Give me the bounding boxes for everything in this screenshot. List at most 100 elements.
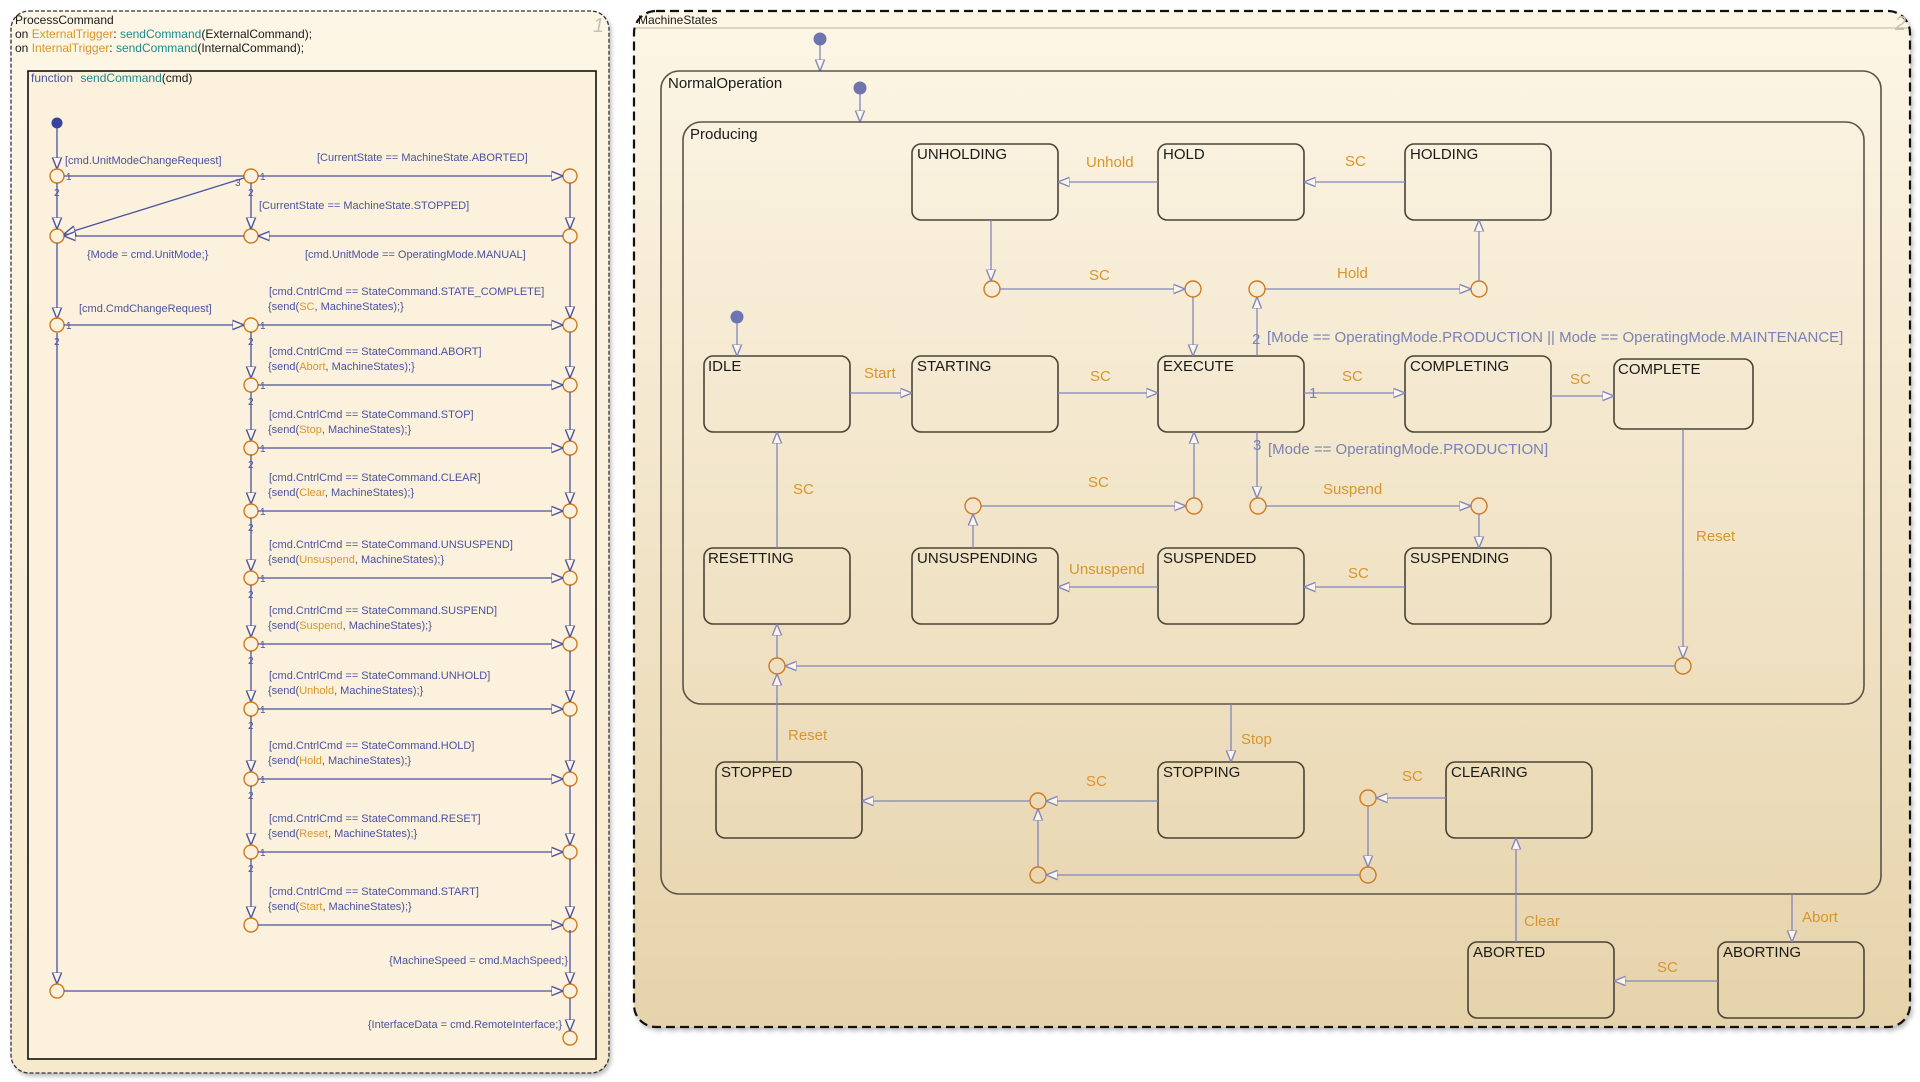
priority-label: 2: [248, 460, 254, 471]
transition-label: Abort: [1802, 909, 1839, 926]
transition-label: SC: [1342, 368, 1363, 385]
command-action-label: {send(Suspend, MachineStates);}: [268, 620, 432, 632]
process-command-title: ProcessCommand: [15, 13, 114, 27]
state-producing[interactable]: [682, 121, 1865, 705]
priority-label: 2: [248, 523, 254, 534]
priority-label: 1: [66, 172, 72, 183]
transition-label: SC: [1657, 959, 1678, 976]
command-action-label: {send(Reset, MachineStates);}: [268, 828, 418, 840]
priority-label: 2: [248, 337, 254, 348]
state-normal-operation[interactable]: [660, 70, 1882, 895]
command-action-label: {send(Stop, MachineStates);}: [268, 424, 411, 436]
internal-trigger-line: on InternalTrigger: sendCommand(Internal…: [15, 41, 304, 55]
default-transition-dot: [853, 81, 867, 95]
transition-label: SC: [1570, 371, 1591, 388]
priority-label: 1: [260, 172, 266, 183]
transition-label: Start: [864, 365, 897, 382]
command-rows: 21[cmd.CntrlCmd == StateCommand.STATE_CO…: [49, 243, 578, 933]
command-action-label: {send(Unsuspend, MachineStates);}: [268, 554, 444, 566]
machine-states-chart[interactable]: MachineStates 2 NormalOperation Producin…: [632, 9, 1912, 1029]
transition-label: SC: [1402, 768, 1423, 785]
state-suspending[interactable]: SUSPENDING: [1404, 547, 1552, 625]
command-guard-label: [cmd.CntrlCmd == StateCommand.RESET]: [269, 813, 481, 825]
state-label: STOPPED: [721, 764, 793, 781]
external-trigger-line: on ExternalTrigger: sendCommand(External…: [15, 27, 312, 41]
transition-label: Unhold: [1086, 154, 1134, 171]
default-transition-dot: [813, 32, 827, 46]
command-guard-label: [cmd.CntrlCmd == StateCommand.CLEAR]: [269, 472, 481, 484]
command-row: 21[cmd.CntrlCmd == StateCommand.STOP]{se…: [243, 392, 578, 504]
command-row: 21[cmd.CntrlCmd == StateCommand.HOLD]{se…: [243, 716, 578, 845]
transition-label: SC: [793, 481, 814, 498]
priority-label: 1: [260, 574, 266, 585]
label-cmd-change-request: [cmd.CmdChangeRequest]: [79, 303, 212, 315]
command-action-label: {send(Unhold, MachineStates);}: [268, 685, 424, 697]
state-label: RESETTING: [708, 550, 794, 567]
state-label-producing: Producing: [690, 126, 758, 143]
command-guard-label: [cmd.CntrlCmd == StateCommand.UNHOLD]: [269, 670, 490, 682]
default-transition-dot: [730, 310, 744, 324]
machine-states-title: MachineStates: [638, 13, 717, 27]
state-label: SUSPENDED: [1163, 550, 1257, 567]
transition-priority-3[interactable]: [64, 177, 245, 234]
command-action-label: {send(Clear, MachineStates);}: [268, 487, 414, 499]
priority-label: 2: [248, 864, 254, 875]
command-action-label: {send(SC, MachineStates);}: [268, 301, 404, 313]
label-manual-check: [cmd.UnitMode == OperatingMode.MANUAL]: [305, 249, 526, 261]
label-aborted-check: [CurrentState == MachineState.ABORTED]: [317, 152, 528, 164]
transition-label: SC: [1086, 773, 1107, 790]
command-guard-label: [cmd.CntrlCmd == StateCommand.ABORT]: [269, 346, 482, 358]
command-action-label: {send(Start, MachineStates);}: [268, 901, 412, 913]
transition-label: Stop: [1241, 731, 1272, 748]
command-row: 21[cmd.CntrlCmd == StateCommand.CLEAR]{s…: [243, 455, 578, 571]
priority-label: 2: [248, 791, 254, 802]
priority-label: 1: [260, 775, 266, 786]
command-guard-label: [cmd.CntrlCmd == StateCommand.HOLD]: [269, 740, 474, 752]
label-mode-assign: {Mode = cmd.UnitMode;}: [87, 249, 209, 261]
chart-index-1: 1: [593, 15, 604, 37]
command-guard-label: [cmd.CntrlCmd == StateCommand.UNSUSPEND]: [269, 539, 513, 551]
command-row: 2 1 [cmd.CntrlCmd == StateCommand.UNSUSPEN…: [243, 518, 578, 637]
priority-label: 2: [1252, 331, 1260, 348]
transition-label: SC: [1088, 474, 1109, 491]
state-label: EXECUTE: [1163, 358, 1234, 375]
priority-label: 1: [260, 848, 266, 859]
guard-label-prod: [Mode == OperatingMode.PRODUCTION]: [1268, 441, 1548, 458]
command-row: [cmd.CntrlCmd == StateCommand.START]{sen…: [243, 859, 578, 933]
command-action-label: {send(Hold, MachineStates);}: [268, 755, 411, 767]
priority-label: 1: [260, 705, 266, 716]
chart-index-2: 2: [1894, 13, 1906, 35]
priority-label: 1: [260, 381, 266, 392]
label-machine-speed: {MachineSpeed = cmd.MachSpeed;}: [389, 955, 568, 967]
transition-label: SC: [1090, 368, 1111, 385]
priority-label: 2: [248, 397, 254, 408]
label-interface-data: {InterfaceData = cmd.RemoteInterface;}: [368, 1019, 562, 1031]
priority-label: 1: [260, 321, 266, 332]
priority-label: 1: [1309, 385, 1317, 402]
command-guard-label: [cmd.CntrlCmd == StateCommand.STATE_COMP…: [269, 286, 544, 298]
priority-label: 1: [260, 640, 266, 651]
process-command-chart[interactable]: ProcessCommand 1 on ExternalTrigger: sen…: [10, 10, 610, 1074]
state-label: SUSPENDING: [1410, 550, 1509, 567]
priority-label: 2: [248, 721, 254, 732]
state-label: HOLDING: [1410, 146, 1478, 163]
transition-label: Hold: [1337, 265, 1368, 282]
state-label: COMPLETE: [1618, 361, 1701, 378]
transition-label: Clear: [1524, 913, 1560, 930]
priority-label: 2: [54, 337, 60, 348]
state-completing[interactable]: COMPLETING: [1404, 355, 1552, 433]
priority-label: 1: [260, 507, 266, 518]
default-transition-dot: [51, 117, 63, 129]
priority-label: 1: [260, 444, 266, 455]
state-label: STARTING: [917, 358, 991, 375]
priority-label: 2: [248, 656, 254, 667]
state-execute[interactable]: EXECUTE: [1157, 355, 1305, 433]
state-aborting[interactable]: ABORTING: [1717, 941, 1865, 1019]
state-starting[interactable]: STARTING: [911, 355, 1059, 433]
transition-label: Reset: [1696, 528, 1736, 545]
transition-label: Suspend: [1323, 481, 1382, 498]
transition-label: SC: [1089, 267, 1110, 284]
priority-label: 3: [1253, 437, 1261, 454]
state-label: IDLE: [708, 358, 741, 375]
